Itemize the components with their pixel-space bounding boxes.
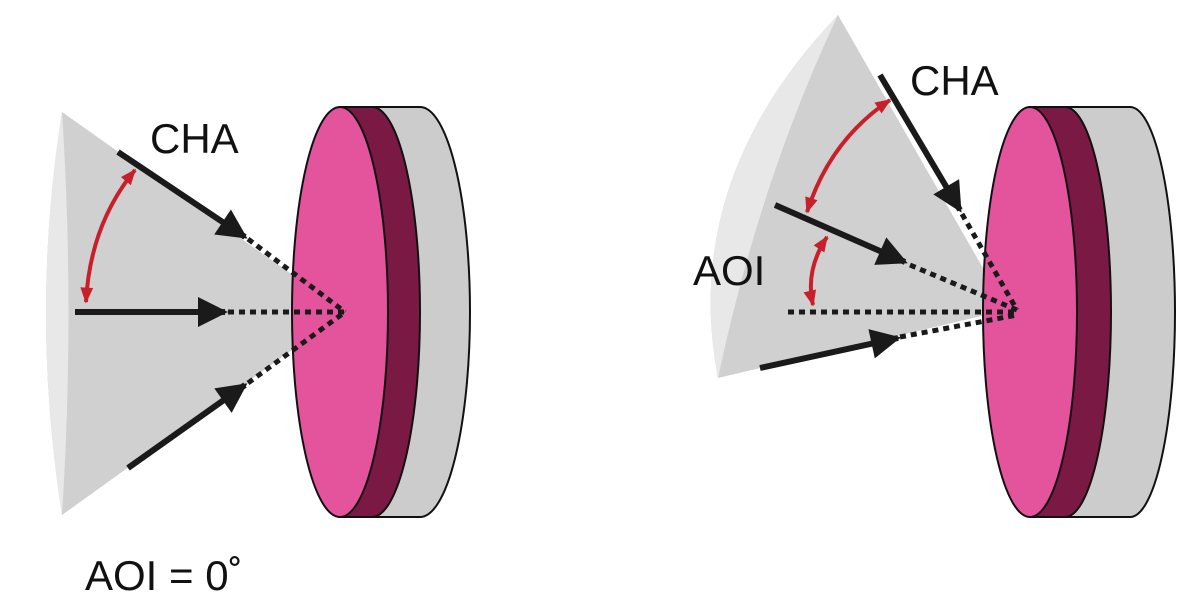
left-figure: CHA AOI = 0˚ xyxy=(46,106,471,599)
right-aoi-angle-arc xyxy=(803,235,829,307)
left-rays xyxy=(75,149,347,471)
right-figure: CHA AOI xyxy=(693,15,1176,518)
right-aoi-label: AOI xyxy=(693,247,765,294)
right-disk xyxy=(982,106,1176,518)
left-cha-angle-arc xyxy=(80,168,137,304)
left-disk xyxy=(291,106,471,518)
right-cha-label: CHA xyxy=(910,57,999,104)
left-cha-label: CHA xyxy=(150,115,239,162)
right-cha-angle-arc xyxy=(805,98,892,214)
right-rays xyxy=(759,73,1020,371)
left-aoi-label: AOI = 0˚ xyxy=(85,552,243,599)
